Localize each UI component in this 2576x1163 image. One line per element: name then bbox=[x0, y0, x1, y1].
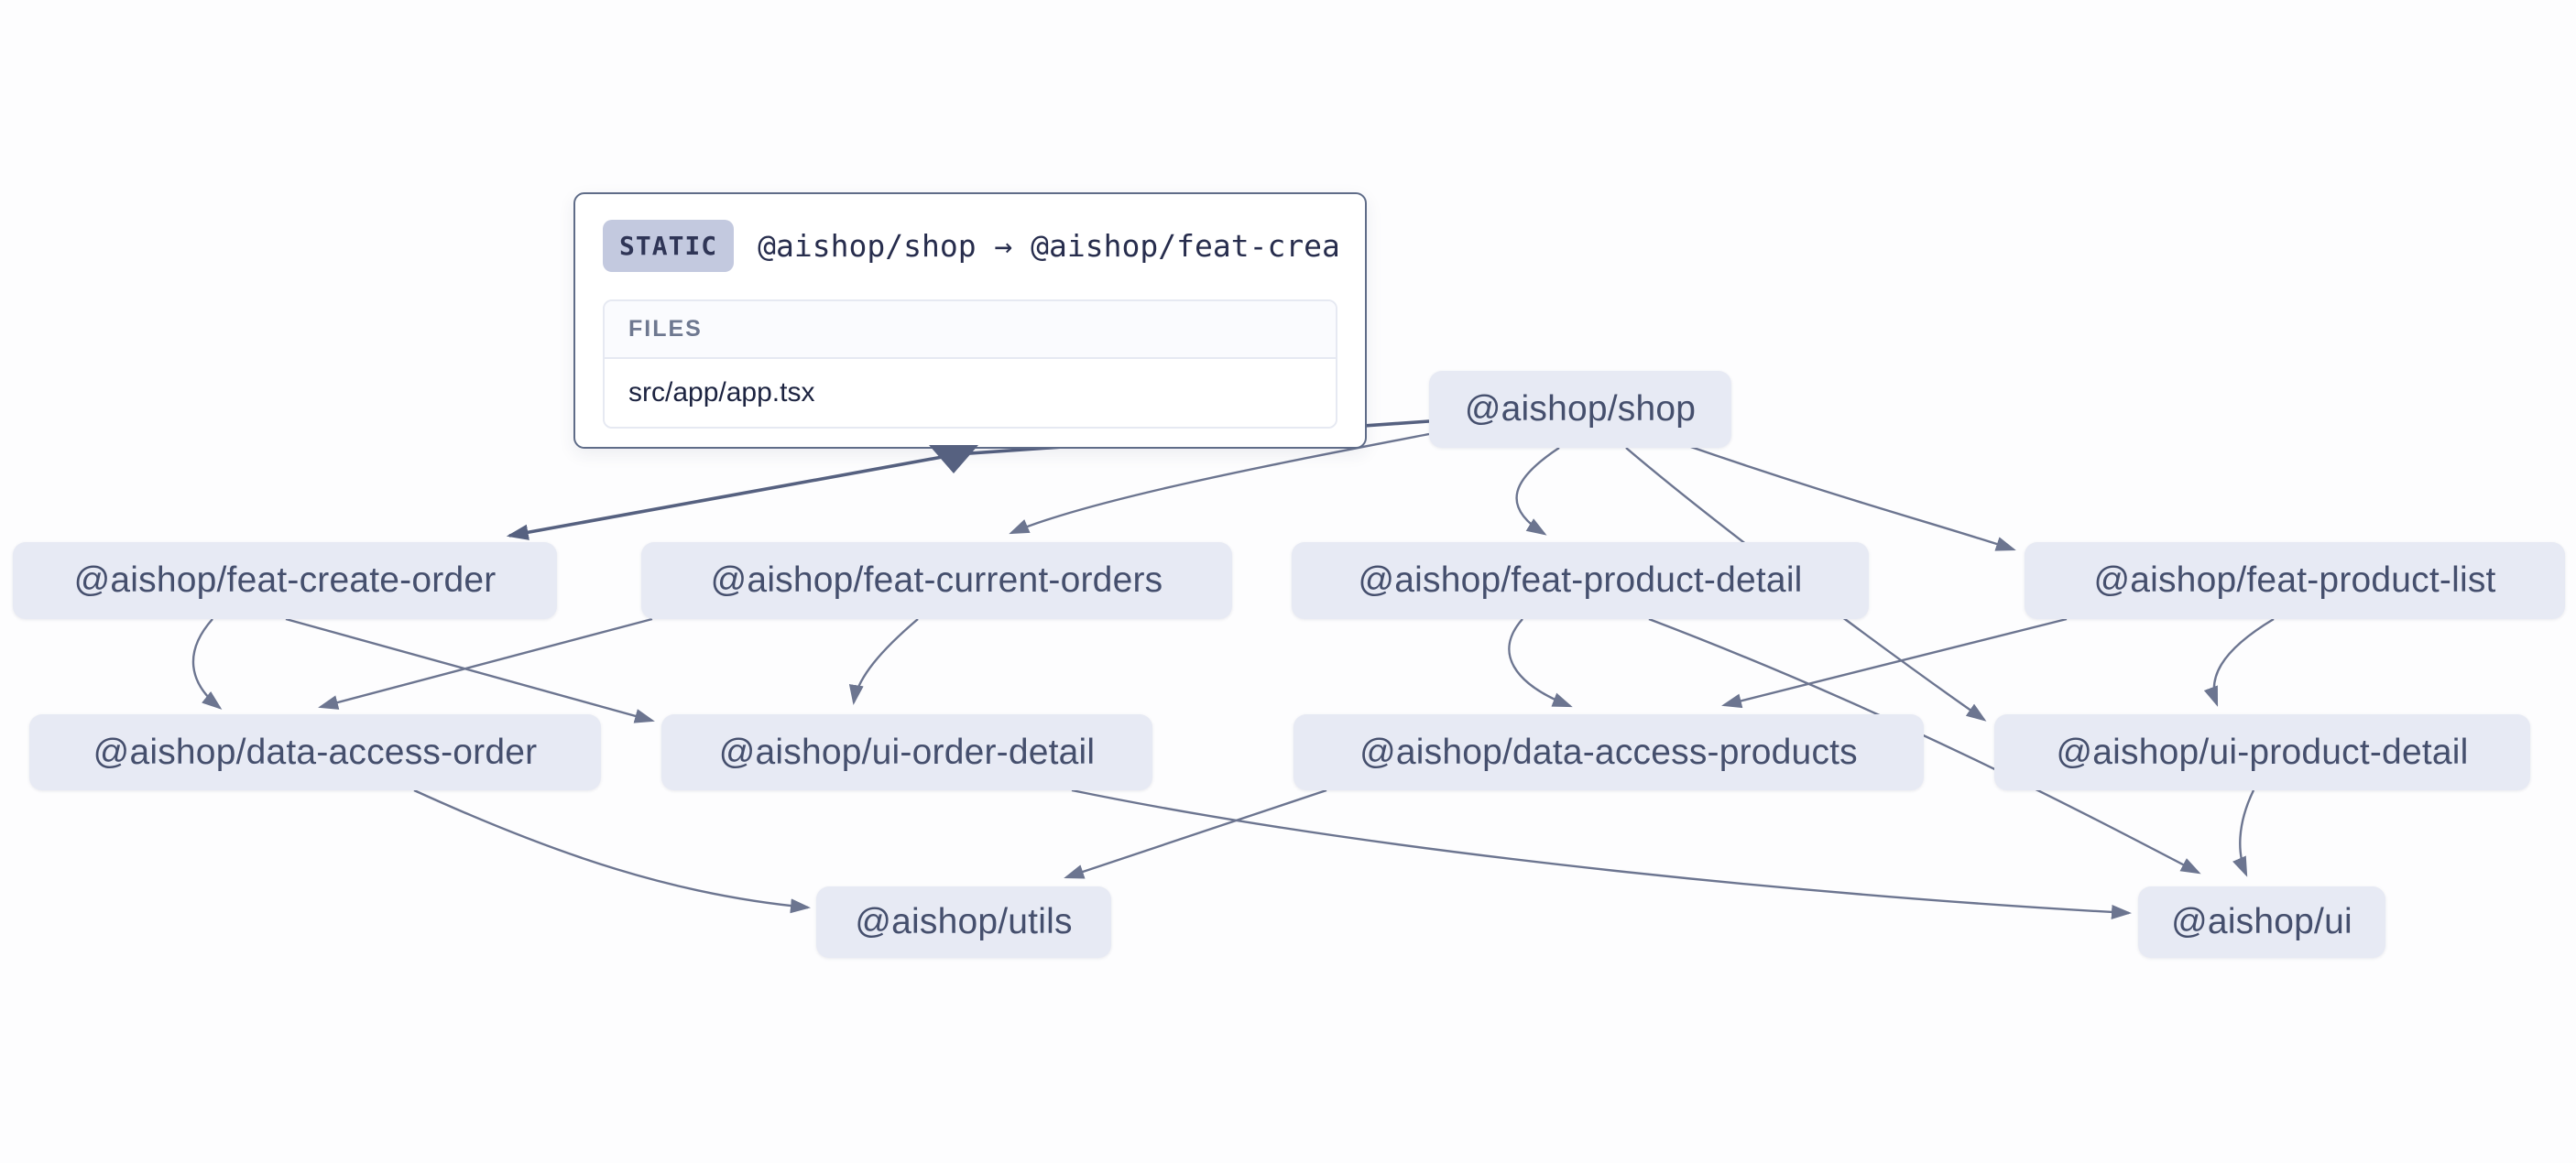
edge-feat-product-list-to-ui-product-detail[interactable] bbox=[2203, 617, 2275, 707]
edge-ui-order-detail-to-ui[interactable] bbox=[1071, 788, 2132, 919]
edge-feat-product-detail-to-data-access-products[interactable] bbox=[1508, 618, 1573, 708]
graph-node-ui-order-detail[interactable]: @aishop/ui-order-detail bbox=[661, 714, 1152, 790]
graph-node-data-access-products[interactable]: @aishop/data-access-products bbox=[1293, 714, 1924, 790]
edge-feat-create-order-to-ui-order-detail[interactable] bbox=[285, 617, 655, 723]
edge-feat-create-order-to-data-access-order[interactable] bbox=[191, 618, 223, 710]
edge-feat-current-orders-to-ui-order-detail[interactable] bbox=[848, 618, 919, 705]
edge-tooltip-title: @aishop/shop → @aishop/feat-create-order bbox=[758, 228, 1337, 264]
file-row: src/app/app.tsx bbox=[605, 359, 1336, 427]
edge-shop-to-feat-product-detail[interactable] bbox=[1515, 446, 1560, 536]
files-panel: FILES src/app/app.tsx bbox=[603, 299, 1337, 429]
graph-node-utils[interactable]: @aishop/utils bbox=[816, 886, 1111, 958]
graph-node-feat-product-list[interactable]: @aishop/feat-product-list bbox=[2025, 542, 2565, 619]
edge-type-badge: STATIC bbox=[603, 220, 735, 272]
tooltip-anchor-arrow-icon bbox=[929, 445, 978, 473]
edge-ui-product-detail-to-ui[interactable] bbox=[2232, 789, 2255, 877]
edge-feat-product-list-to-data-access-products[interactable] bbox=[1721, 617, 2068, 709]
graph-node-feat-current-orders[interactable]: @aishop/feat-current-orders bbox=[641, 542, 1232, 619]
graph-node-ui[interactable]: @aishop/ui bbox=[2138, 886, 2385, 958]
graph-node-feat-product-detail[interactable]: @aishop/feat-product-detail bbox=[1292, 542, 1869, 619]
graph-node-feat-create-order[interactable]: @aishop/feat-create-order bbox=[13, 542, 557, 619]
edge-shop-to-feat-product-list[interactable] bbox=[1685, 443, 2016, 551]
files-label: FILES bbox=[605, 301, 1336, 359]
edge-shop-to-feat-current-orders[interactable] bbox=[1009, 432, 1430, 535]
graph-node-shop[interactable]: @aishop/shop bbox=[1429, 371, 1731, 448]
edge-data-access-products-to-utils[interactable] bbox=[1064, 788, 1327, 879]
files-list: src/app/app.tsx bbox=[605, 359, 1336, 427]
graph-node-ui-product-detail[interactable]: @aishop/ui-product-detail bbox=[1994, 714, 2530, 790]
graph-node-data-access-order[interactable]: @aishop/data-access-order bbox=[29, 714, 601, 790]
edge-tooltip-header: STATIC @aishop/shop → @aishop/feat-creat… bbox=[603, 220, 1337, 272]
edge-feat-current-orders-to-data-access-order[interactable] bbox=[318, 617, 653, 710]
edge-feat-product-detail-to-ui[interactable] bbox=[1648, 617, 2201, 875]
edge-data-access-order-to-utils[interactable] bbox=[413, 788, 811, 914]
edge-tooltip: STATIC @aishop/shop → @aishop/feat-creat… bbox=[573, 192, 1367, 449]
